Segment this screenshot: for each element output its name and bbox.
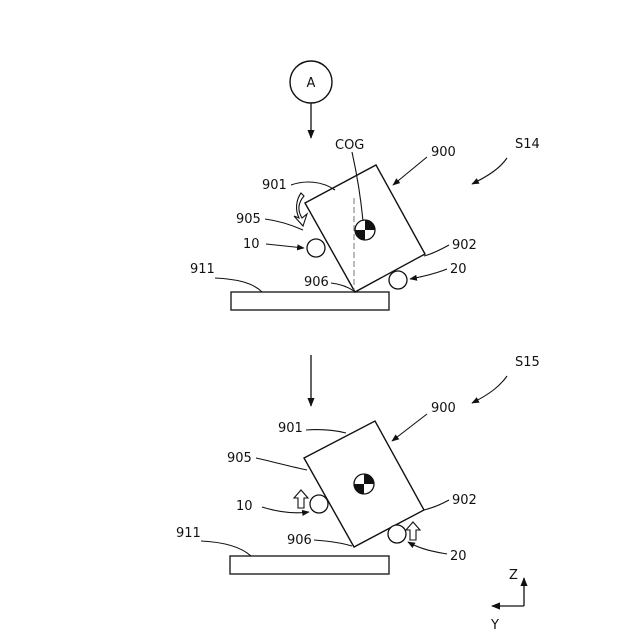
leader-20-upper bbox=[410, 269, 447, 279]
label-20-upper: 20 bbox=[450, 262, 467, 277]
label-911-upper: 911 bbox=[190, 262, 215, 277]
step-label-s15: S15 bbox=[515, 355, 540, 370]
label-20-lower: 20 bbox=[450, 549, 467, 564]
label-901-lower: 901 bbox=[278, 421, 303, 436]
y-axis-label: Y bbox=[490, 618, 499, 633]
up-arrow-icon bbox=[294, 490, 308, 508]
label-10-lower: 10 bbox=[236, 499, 253, 514]
step-leader-s14 bbox=[472, 158, 507, 184]
upper-step: A S14 COG 900 901 905 10 bbox=[190, 61, 540, 310]
cog-marker bbox=[355, 220, 375, 240]
right-roller bbox=[389, 271, 407, 289]
leader-900-upper bbox=[393, 157, 427, 185]
label-900-upper: 900 bbox=[431, 145, 456, 160]
label-905-lower: 905 bbox=[227, 451, 252, 466]
step-label-s14: S14 bbox=[515, 137, 540, 152]
left-roller bbox=[310, 495, 328, 513]
label-901-upper: 901 bbox=[262, 178, 287, 193]
label-900-lower: 900 bbox=[431, 401, 456, 416]
leader-905-lower bbox=[256, 458, 307, 470]
leader-900-lower bbox=[392, 414, 427, 441]
leader-902-upper bbox=[424, 245, 449, 256]
leader-905-upper bbox=[265, 219, 303, 230]
right-roller bbox=[388, 525, 406, 543]
label-906-upper: 906 bbox=[304, 275, 329, 290]
leader-10-upper bbox=[266, 244, 304, 248]
leader-911-upper bbox=[215, 278, 262, 292]
label-911-lower: 911 bbox=[176, 526, 201, 541]
leader-906-lower bbox=[314, 540, 352, 546]
base-plate bbox=[231, 292, 389, 310]
label-902-upper: 902 bbox=[452, 238, 477, 253]
leader-901-upper bbox=[291, 182, 335, 190]
leader-911-lower bbox=[201, 541, 251, 556]
cog-marker bbox=[354, 474, 374, 494]
axis-indicator: Z Y bbox=[490, 568, 524, 633]
base-plate bbox=[230, 556, 389, 574]
up-arrow-icon bbox=[406, 522, 420, 540]
left-roller bbox=[307, 239, 325, 257]
label-902-lower: 902 bbox=[452, 493, 477, 508]
rotation-arrow-icon bbox=[294, 193, 307, 226]
z-axis-label: Z bbox=[509, 568, 518, 583]
leader-902-lower bbox=[424, 500, 449, 510]
view-circle-label: A bbox=[307, 76, 316, 91]
label-10-upper: 10 bbox=[243, 237, 260, 252]
leader-20-lower bbox=[408, 542, 447, 554]
lower-step: S15 900 901 905 10 902 20 911 bbox=[176, 355, 540, 574]
step-leader-s15 bbox=[472, 376, 507, 403]
leader-901-lower bbox=[306, 430, 346, 433]
label-905-upper: 905 bbox=[236, 212, 261, 227]
label-906-lower: 906 bbox=[287, 533, 312, 548]
label-cog: COG bbox=[335, 138, 364, 153]
